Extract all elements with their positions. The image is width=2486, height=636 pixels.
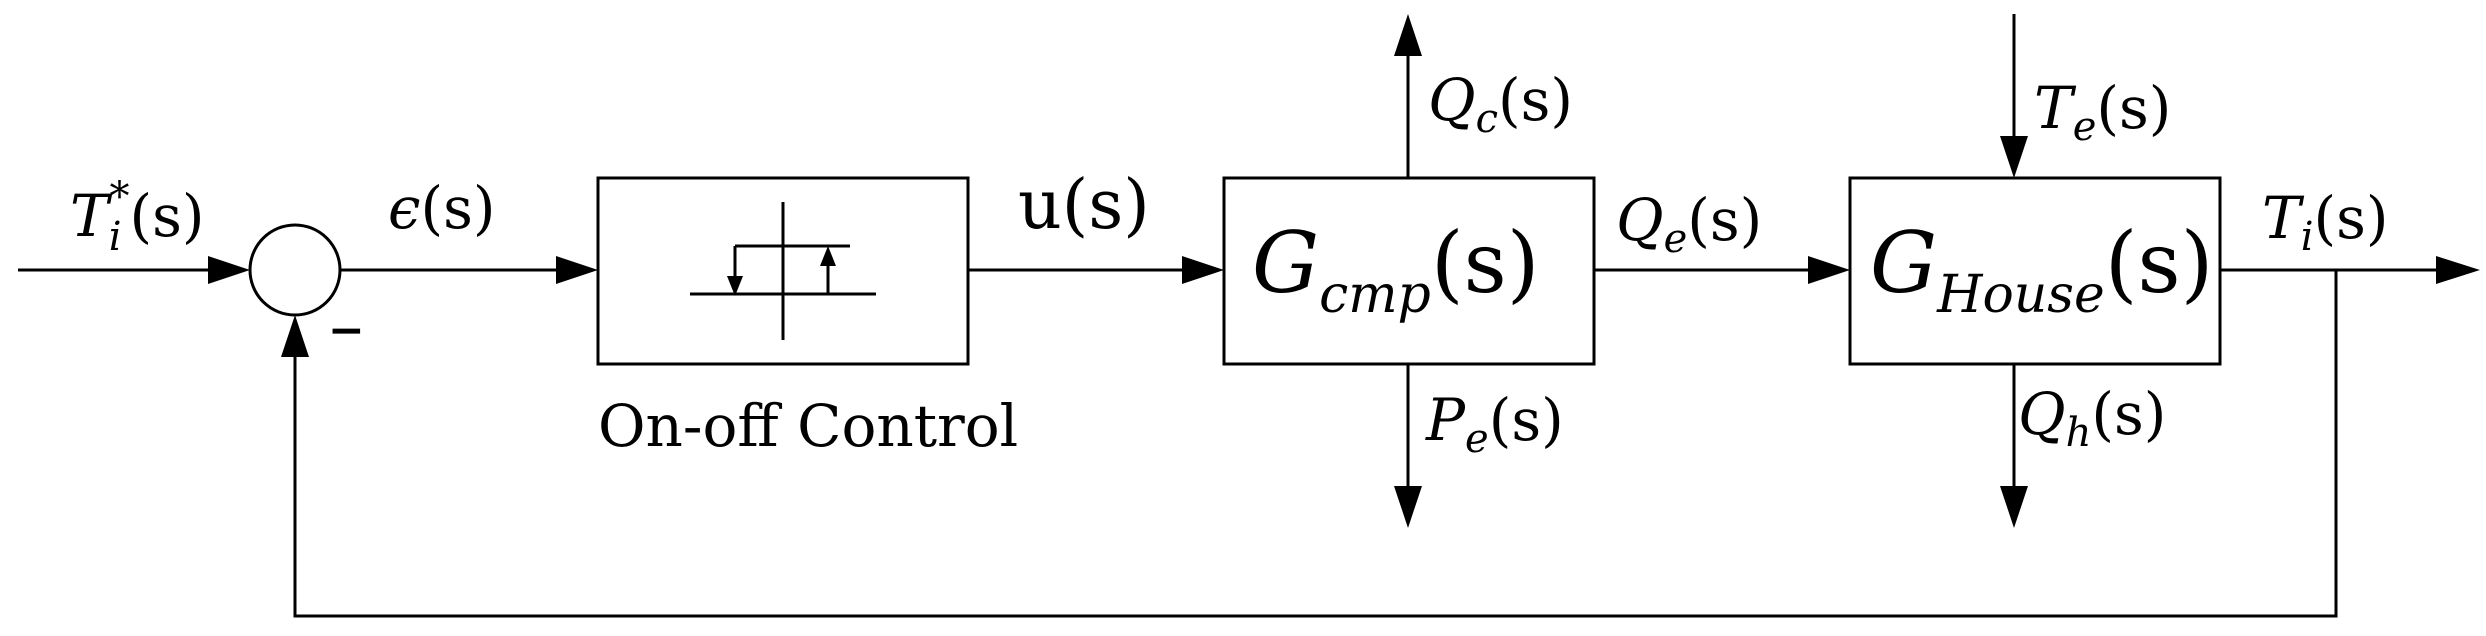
house-label: GHouse(s) [1870, 214, 2213, 325]
output-arrow [2436, 256, 2480, 284]
pe-arrow [1394, 486, 1422, 528]
heat-flow-label: Qe(s) [1616, 186, 1762, 262]
summing-junction [248, 223, 342, 317]
control-arrow [1182, 256, 1224, 284]
compressor-label: Gcmp(s) [1252, 214, 1539, 325]
te-arrow [2000, 136, 2028, 178]
house-block [1848, 176, 2222, 366]
pe-label: Pe(s) [1425, 386, 1564, 462]
hysteresis-icon [690, 202, 876, 340]
feedback-sign: − [328, 305, 365, 356]
qc-label: Qc(s) [1428, 66, 1573, 142]
output-label: Ti(s) [2262, 184, 2389, 260]
qc-arrow [1394, 14, 1422, 56]
qh-label: Qh(s) [2018, 380, 2166, 456]
te-label: Te(s) [2034, 74, 2171, 150]
control-signal-label: u(s) [1018, 166, 1150, 245]
error-label: ϵ(s) [388, 174, 496, 242]
feedback-line [293, 270, 2338, 618]
heat-flow-arrow [1808, 256, 1850, 284]
compressor-block [1222, 176, 1596, 366]
feedback-arrow [281, 315, 309, 357]
error-arrow [556, 256, 598, 284]
controller-caption: On-off Control [598, 392, 1018, 460]
reference-label: Ti*(s) [70, 174, 205, 260]
input-arrow [208, 256, 250, 284]
qh-arrow [2000, 486, 2028, 528]
